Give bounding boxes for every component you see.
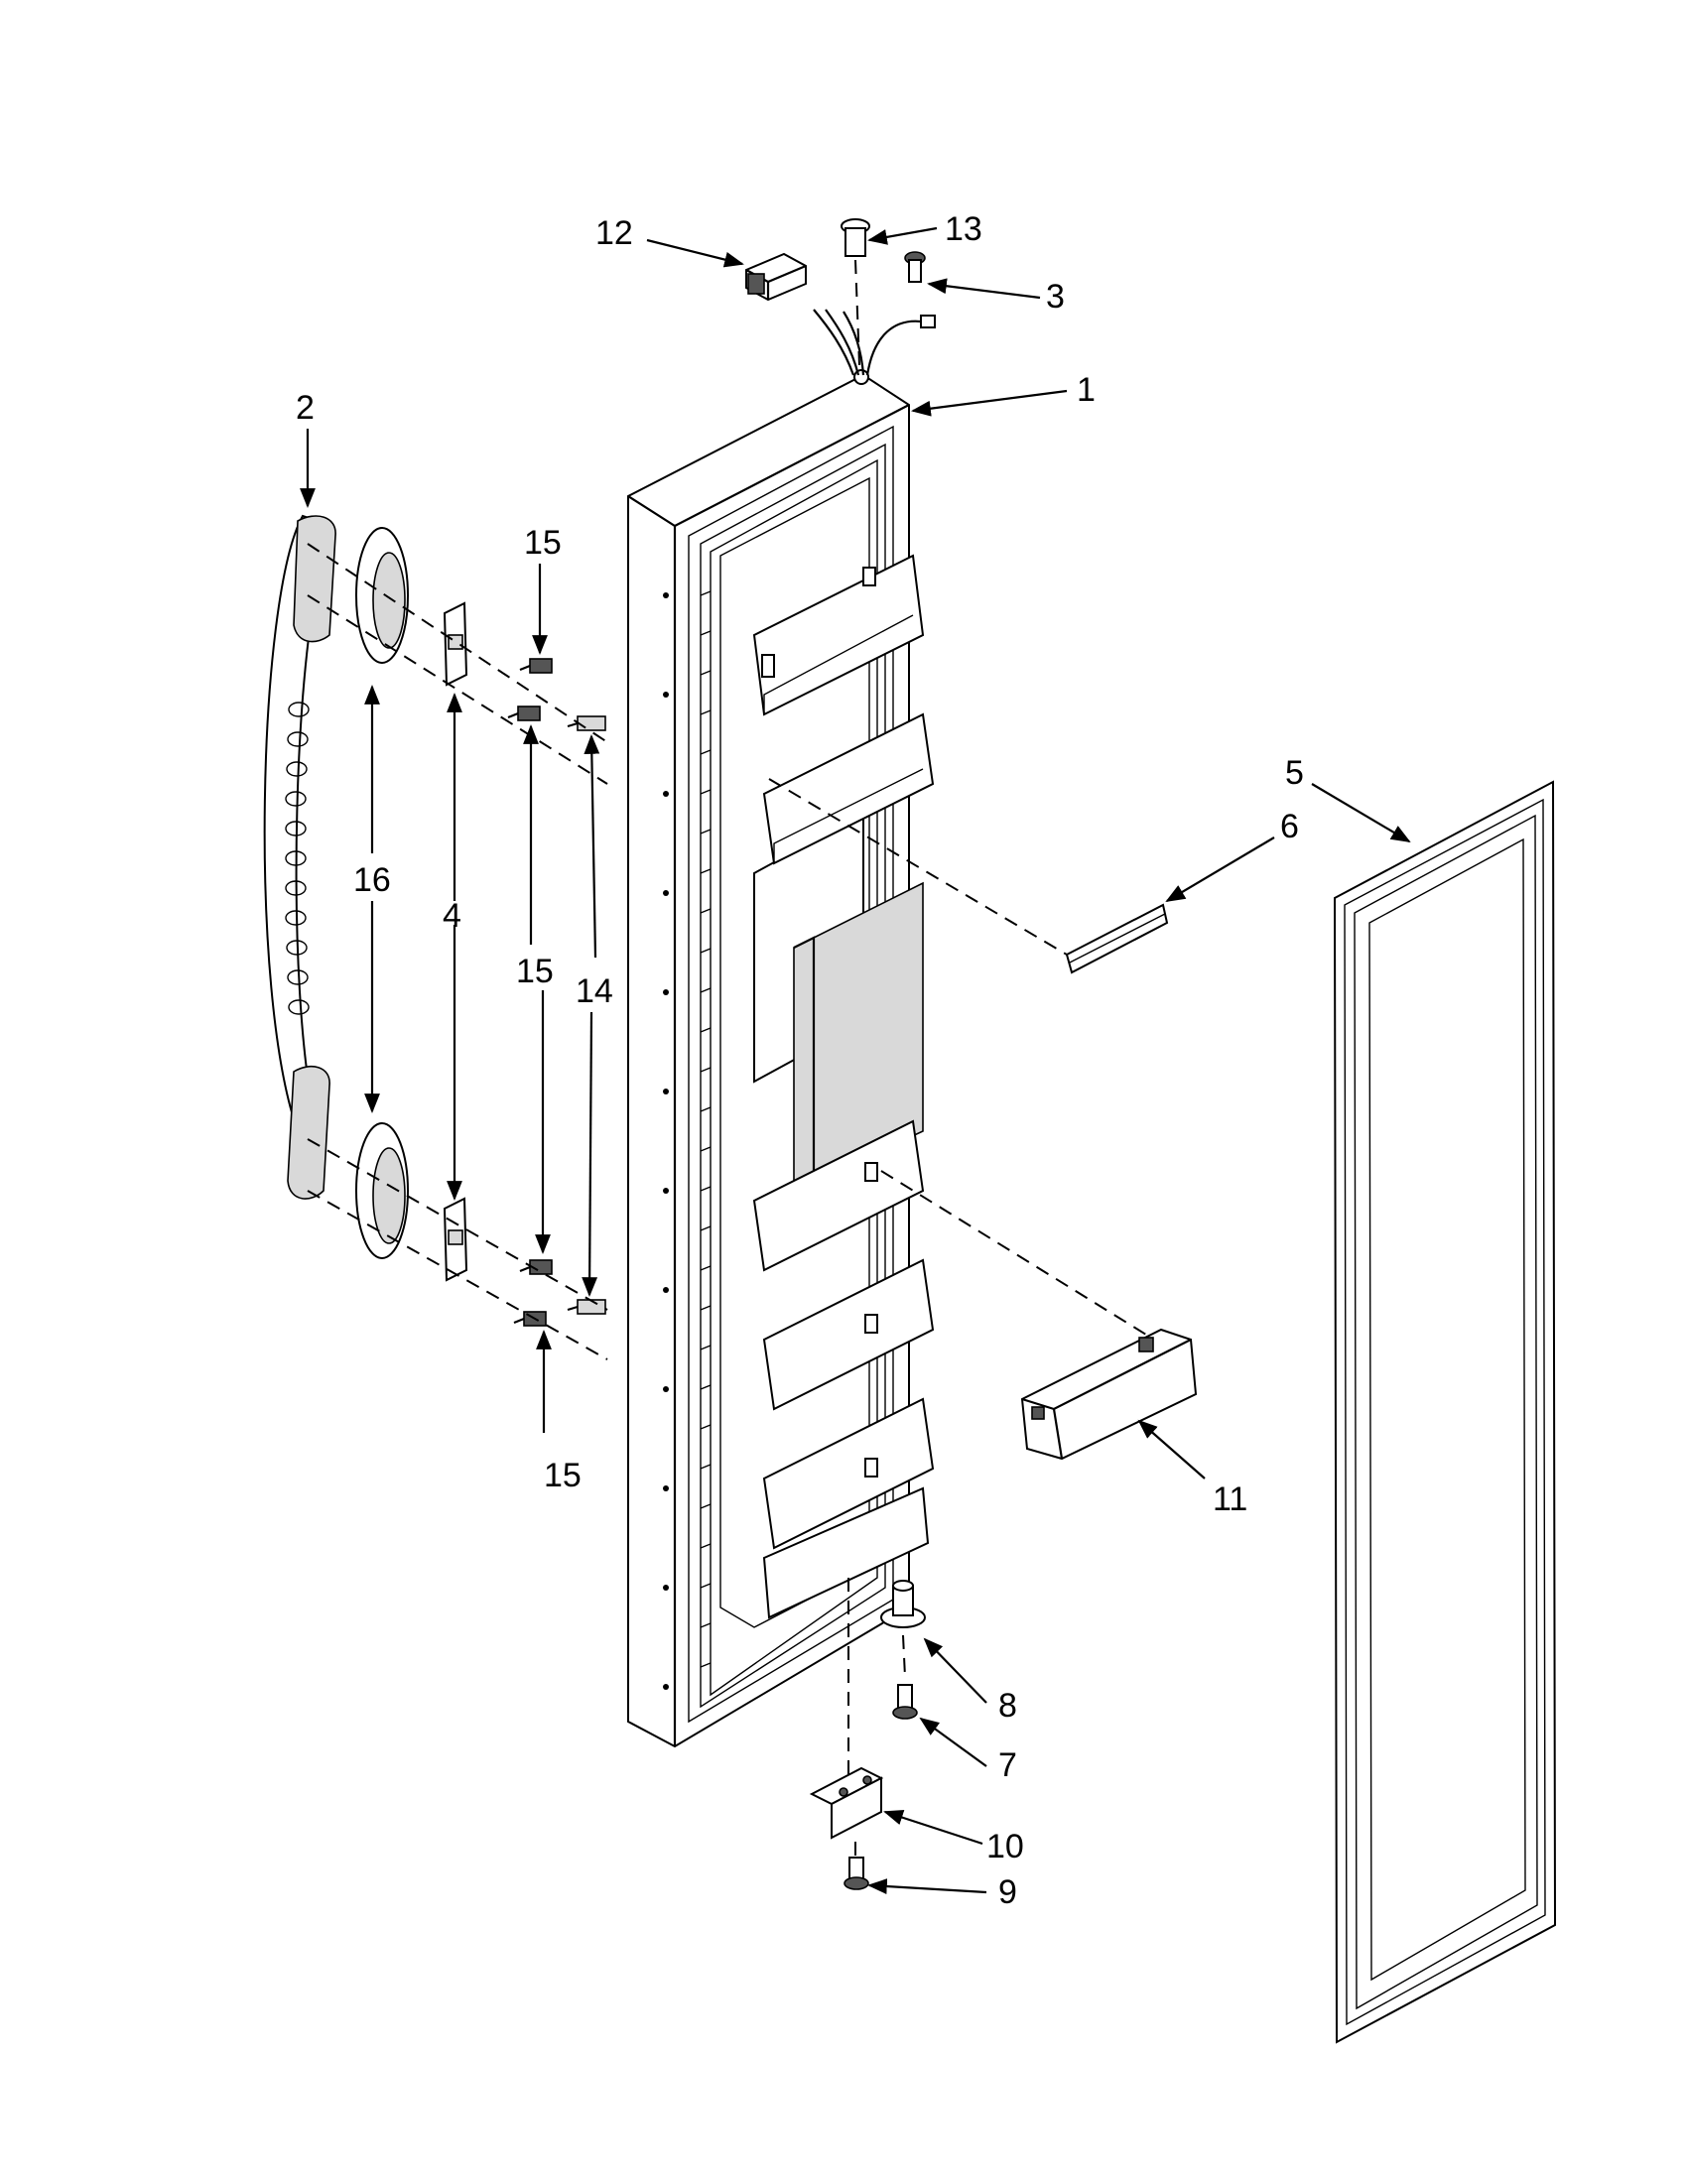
callout-1: 1	[1077, 371, 1096, 409]
callout-4: 4	[443, 897, 461, 935]
callout-15-middle: 15	[516, 953, 554, 990]
screw-7	[892, 1684, 918, 1720]
door-shelf-6	[762, 1486, 930, 1619]
leader-lines	[300, 226, 1411, 1894]
door-shelf-3	[752, 1119, 925, 1272]
door-bin-11	[1020, 1328, 1198, 1461]
callout-labels: 12 13 3 1 2 15 16 4 15 14 5 6 11 15 8 7 …	[296, 210, 1304, 1911]
callout-5: 5	[1285, 754, 1304, 792]
screw-14-bottom	[567, 1299, 606, 1315]
screw-15-top-a	[519, 658, 553, 674]
handle-assembly-lines	[307, 543, 608, 1360]
door-plug-13	[841, 218, 870, 257]
callout-10: 10	[986, 1828, 1024, 1865]
screw-15-bottom-a	[519, 1259, 553, 1275]
callout-2: 2	[296, 389, 315, 427]
wire-connector-12	[745, 252, 807, 302]
handle-bracket-bottom	[443, 1197, 468, 1282]
callout-9: 9	[998, 1873, 1017, 1911]
door-shelf-5	[762, 1397, 935, 1550]
door-gasket	[1333, 780, 1557, 2044]
screw-9	[844, 1857, 869, 1890]
callout-11: 11	[1213, 1480, 1247, 1518]
plug-assembly-line	[854, 259, 860, 366]
door-shelf-2	[762, 712, 935, 865]
callout-8: 8	[998, 1687, 1017, 1725]
trim-strip-6	[1065, 903, 1169, 974]
hinge-pin-assembly-line	[902, 1634, 906, 1678]
door-handle	[263, 514, 336, 1200]
callout-6: 6	[1280, 808, 1299, 845]
door-shelf-1	[752, 554, 925, 716]
refrigerator-door	[627, 309, 936, 1748]
handle-oval-holes	[285, 702, 310, 1015]
callout-14: 14	[576, 972, 613, 1010]
door-side-holes	[663, 592, 669, 1690]
callout-13: 13	[945, 210, 982, 248]
callout-16: 16	[353, 861, 391, 899]
handle-end-cap-top	[355, 527, 409, 664]
screw-15-top-b	[507, 706, 541, 721]
door-shelf-4	[762, 1258, 935, 1411]
callout-3: 3	[1046, 278, 1065, 316]
callout-12: 12	[595, 214, 633, 252]
wire-harness	[813, 309, 936, 385]
handle-end-cap-bottom	[355, 1122, 409, 1259]
bin-assembly-line	[880, 1170, 1147, 1336]
hinge-pin-8	[880, 1580, 926, 1628]
callout-15-bottom: 15	[544, 1457, 582, 1494]
callout-7: 7	[998, 1746, 1017, 1784]
handle-bracket-top	[443, 601, 468, 687]
screw-3	[904, 251, 926, 283]
callout-15-top: 15	[524, 524, 562, 562]
trim-assembly-line	[768, 778, 1068, 956]
screw-14-top	[567, 715, 606, 731]
hinge-bracket-10	[809, 1766, 884, 1840]
screw-15-bottom-b	[513, 1311, 547, 1327]
